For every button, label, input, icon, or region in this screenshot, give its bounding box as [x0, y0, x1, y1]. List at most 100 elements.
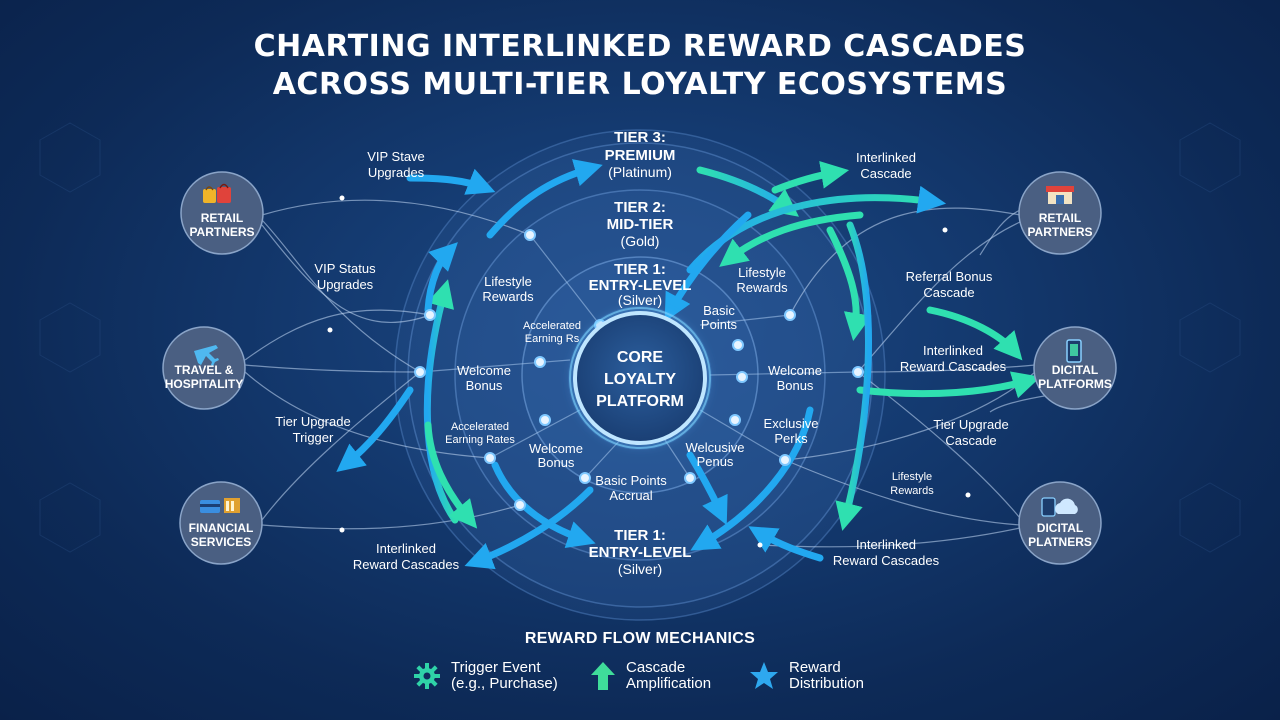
svg-text:Interlinked: Interlinked	[856, 150, 916, 165]
svg-text:Rewards: Rewards	[482, 289, 534, 304]
core-line-3: PLATFORM	[596, 393, 684, 410]
svg-text:Interlinked: Interlinked	[376, 541, 436, 556]
legend-cascade-amplification: Cascade Amplification	[590, 660, 711, 692]
svg-text:Reward Cascades: Reward Cascades	[353, 557, 460, 572]
smartphone-icon	[1066, 339, 1082, 363]
tier-upgrade-cascade: Tier Upgrade Cascade	[933, 417, 1008, 448]
interlinked-cascade-top: Interlinked Cascade	[856, 150, 916, 181]
arrow-referral	[926, 306, 1023, 361]
arrow-inner-right	[686, 451, 728, 526]
welcome-bonus-left: Welcome Bonus	[457, 363, 511, 393]
vip-status-upgrades: VIP Status Upgrades	[314, 261, 376, 292]
svg-text:Bonus: Bonus	[466, 378, 503, 393]
arrow-tier-trigger	[336, 386, 414, 472]
arrow-tier3-top	[486, 159, 603, 239]
arrow-right-down	[835, 221, 872, 531]
svg-text:Lifestyle: Lifestyle	[738, 265, 786, 280]
partner-node-travel[interactable]: TRAVEL & HOSPITALITY	[162, 326, 246, 410]
lifestyle-rewards-right: Lifestyle Rewards	[736, 265, 788, 295]
legend-trigger-line1: Trigger Event	[451, 659, 541, 676]
svg-text:Bonus: Bonus	[538, 455, 575, 470]
svg-text:(Silver): (Silver)	[618, 561, 662, 577]
arrow-inner-bottom	[491, 461, 596, 548]
arrow-right-ring	[826, 226, 872, 342]
svg-text:(Platinum): (Platinum)	[608, 164, 672, 180]
svg-text:ENTRY-LEVEL: ENTRY-LEVEL	[589, 544, 692, 561]
arrow-left-down	[424, 421, 478, 529]
tier3-label: TIER 3: PREMIUM (Platinum)	[605, 129, 676, 180]
svg-text:Accrual: Accrual	[609, 488, 652, 503]
core-platform[interactable]: CORE LOYALTY PLATFORM	[568, 306, 712, 450]
arrow-left-upper	[424, 242, 458, 314]
svg-text:(Gold): (Gold)	[621, 233, 660, 249]
up-arrow-icon	[591, 662, 615, 690]
legend-reward-line1: Reward	[789, 659, 841, 676]
svg-text:Interlinked: Interlinked	[856, 537, 916, 552]
legend-reward-distribution: Reward Distribution	[749, 660, 864, 692]
svg-text:Reward Cascades: Reward Cascades	[833, 553, 940, 568]
svg-text:Earning Rates: Earning Rates	[445, 434, 515, 446]
svg-text:PARTNERS: PARTNERS	[189, 225, 254, 239]
partner-node-financial[interactable]: FINANCIAL SERVICES	[179, 481, 263, 565]
svg-text:FINANCIAL: FINANCIAL	[189, 521, 254, 535]
legend-trigger-event: Trigger Event (e.g., Purchase)	[413, 660, 558, 692]
vip-stave-upgrades: VIP Stave Upgrades	[367, 149, 425, 180]
ring-labels: Lifestyle Rewards Lifestyle Rewards Acce…	[445, 265, 822, 503]
svg-text:Upgrades: Upgrades	[317, 277, 374, 292]
basic-points: Basic Points	[701, 303, 738, 332]
arrow-bottom-right	[748, 526, 824, 562]
svg-text:TRAVEL &: TRAVEL &	[175, 363, 234, 377]
arrow-bottom-left	[464, 486, 594, 570]
partner-node-retail-left[interactable]: RETAIL PARTNERS	[180, 171, 264, 255]
basic-points-accrual: Basic Points Accrual	[595, 473, 667, 503]
svg-text:Lifestyle: Lifestyle	[892, 471, 932, 483]
svg-text:Referral Bonus: Referral Bonus	[906, 269, 993, 284]
partner-node-retail-right[interactable]: RETAIL PARTNERS	[1018, 171, 1102, 255]
arrow-down-to-tier1	[664, 211, 752, 322]
exclusive-perks: Exclusive Perks	[764, 416, 819, 446]
legend-cascade-line1: Cascade	[626, 659, 686, 676]
arrow-vip-stave	[406, 168, 496, 195]
svg-text:Welcome: Welcome	[529, 441, 583, 456]
svg-text:HOSPITALITY: HOSPITALITY	[165, 377, 243, 391]
storefront-icon	[1046, 186, 1074, 204]
svg-text:Upgrades: Upgrades	[368, 165, 425, 180]
svg-text:MID-TIER: MID-TIER	[607, 216, 674, 233]
partner-node-digital-platners[interactable]: DICITAL PLATNERS	[1018, 481, 1102, 565]
svg-text:PLATFORMS: PLATFORMS	[1038, 377, 1112, 391]
welcome-bonus-right: Welcome Bonus	[768, 363, 822, 393]
svg-text:Accelerated: Accelerated	[523, 320, 581, 332]
cascade-arrows	[336, 159, 1041, 570]
accelerated-earning-bottom: Accelerated Earning Rates	[445, 421, 515, 446]
card-bank-icon	[200, 498, 240, 513]
legend-cascade-line2: Amplification	[626, 675, 712, 692]
legend-reward-line2: Distribution	[789, 675, 865, 692]
svg-text:PARTNERS: PARTNERS	[1027, 225, 1092, 239]
svg-text:VIP Stave: VIP Stave	[367, 149, 425, 164]
svg-text:Welcusive: Welcusive	[685, 440, 744, 455]
svg-text:Trigger: Trigger	[293, 430, 334, 445]
shopping-bag-icon	[203, 183, 231, 203]
svg-text:Basic: Basic	[703, 303, 735, 318]
svg-text:TIER 1:: TIER 1:	[614, 527, 666, 544]
svg-text:Cascade: Cascade	[860, 166, 911, 181]
legend-title: REWARD FLOW MECHANICS	[524, 630, 756, 647]
star-icon	[750, 662, 778, 689]
gear-icon	[414, 663, 440, 689]
page-title: CHARTING INTERLINKED REWARD CASCADES ACR…	[0, 28, 1280, 104]
arrow-interlinked-top	[771, 160, 850, 194]
lifestyle-rewards-left: Lifestyle Rewards	[482, 274, 534, 304]
arrow-top-right	[696, 166, 799, 217]
svg-text:TIER 3:: TIER 3:	[614, 129, 666, 146]
interlinked-bottom-left: Interlinked Reward Cascades	[353, 541, 460, 572]
core-line-1: CORE	[617, 349, 664, 366]
svg-text:Cascade: Cascade	[923, 285, 974, 300]
arrow-to-digital	[856, 371, 1041, 399]
svg-text:TIER 2:: TIER 2:	[614, 199, 666, 216]
referral-bonus-cascade: Referral Bonus Cascade	[906, 269, 993, 300]
svg-text:DICITAL: DICITAL	[1037, 521, 1083, 535]
svg-text:Lifestyle: Lifestyle	[484, 274, 532, 289]
partner-node-digital-platforms[interactable]: DICITAL PLATFORMS	[1033, 326, 1117, 410]
cloud-device-icon	[1041, 497, 1078, 517]
